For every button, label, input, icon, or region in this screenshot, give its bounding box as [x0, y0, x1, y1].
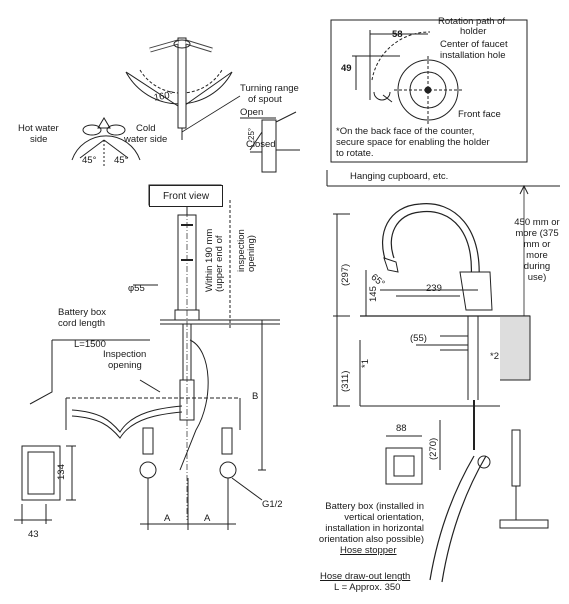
battery-note-4: orientation also possible) [318, 534, 424, 545]
closed-label: Closed [246, 139, 276, 150]
hot-water-label-1: Hot water [18, 123, 59, 134]
holder-detail-frame [330, 19, 528, 163]
open-label: Open [240, 107, 264, 118]
dim-a-right-label: A [204, 513, 211, 524]
spout-turning-sketch [125, 37, 241, 140]
thread-label: G1/2 [262, 499, 283, 510]
star2-label: *2 [490, 351, 499, 362]
rotation-path-label-1: Rotation path of [438, 16, 506, 27]
battery-note-2: vertical orientation, [344, 512, 424, 523]
cord-length-label: L=1500 [74, 339, 106, 350]
side-view-drawing [333, 203, 549, 583]
inspection-label-1: Inspection [103, 349, 147, 360]
battery-cord-label-2: cord length [58, 318, 106, 329]
hot-water-label-2: side [30, 134, 48, 145]
right-angle-label: 45° [114, 155, 129, 166]
front-view-title: Front view [149, 185, 223, 207]
holder-note-3: to rotate. [336, 148, 374, 159]
lever-angle-sketch [71, 117, 141, 166]
hose-length-label-1: Hose draw-out length [320, 571, 411, 582]
star1-label: *1 [360, 359, 371, 368]
hanging-cupboard-label: Hanging cupboard, etc. [350, 171, 449, 182]
center-label-2: installation hole [440, 50, 506, 61]
clearance-6: use) [527, 272, 547, 283]
cold-water-label-2: water side [124, 134, 168, 145]
battery-note-1: Battery box (installed in [325, 501, 424, 512]
dim-311-label: (311) [340, 370, 351, 392]
clearance-4: more [526, 250, 548, 261]
battery-cord-label-1: Battery box [58, 307, 107, 318]
dim-a-left-label: A [164, 513, 171, 524]
front-face-label: Front face [458, 109, 501, 120]
holder-width-label: 58 [392, 29, 403, 40]
holder-note-2: secure space for enabling the holder [336, 137, 490, 148]
left-angle-label: 45° [82, 155, 97, 166]
rotation-path-label-2: holder [460, 26, 487, 37]
tilt-angle-label: 25° [247, 127, 256, 140]
clearance-3: mm or [523, 239, 551, 250]
clearance-2: more (375 [515, 228, 559, 239]
dim-270-label: (270) [428, 437, 439, 460]
battery-note-3: installation in horizontal [325, 523, 424, 534]
dim-b-label: B [252, 391, 259, 402]
dim-239-label: 239 [426, 283, 442, 294]
inspection-label-2: opening [108, 360, 142, 371]
dim-297-label: (297) [340, 263, 351, 286]
hose-length-label-2: L = Approx. 350 [334, 582, 401, 593]
hose-stopper-label: Hose stopper [340, 545, 397, 556]
cold-water-label-1: Cold [136, 123, 156, 134]
diameter-label: φ55 [128, 283, 145, 294]
open-closed-sketch [240, 111, 300, 173]
center-label-1: Center of faucet [440, 39, 508, 50]
within-190-label-2: (upper end of [214, 235, 225, 292]
turning-range-label-2: of spout [248, 94, 282, 105]
clearance-5: during [523, 261, 551, 272]
dim-88-label: 88 [396, 423, 407, 434]
dim-43-label: 43 [28, 529, 39, 540]
dim-134-label: 134 [56, 464, 67, 480]
within-190-label-4: opening) [246, 235, 257, 272]
clearance-1: 450 mm or [514, 217, 560, 228]
holder-height-label: 49 [341, 63, 352, 74]
dim-55-label: (55) [410, 333, 427, 344]
turning-range-label-1: Turning range [240, 83, 299, 94]
holder-note-1: *On the back face of the counter, [336, 126, 475, 137]
